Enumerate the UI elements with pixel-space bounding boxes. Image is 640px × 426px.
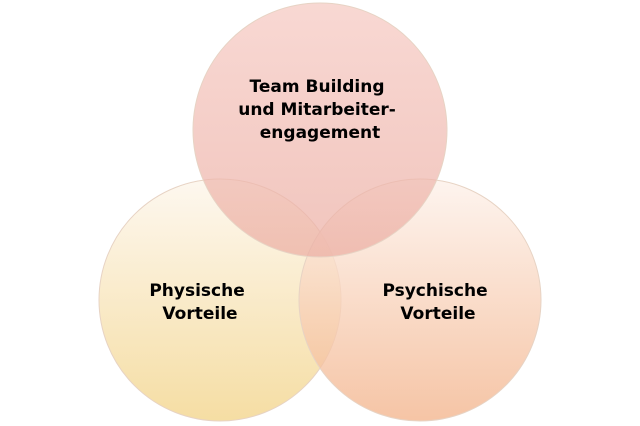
label-physische-line-2: Vorteile <box>162 304 237 324</box>
label-team-building-line-1: Team Building <box>250 77 385 97</box>
label-psychische-line-2: Vorteile <box>400 304 475 324</box>
label-psychische-line-1: Psychische <box>382 281 487 301</box>
label-team-building: Team Building und Mitarbeiter- engagemen… <box>238 77 402 143</box>
circle-team-building <box>192 2 448 258</box>
label-psychische-vorteile: Psychische Vorteile <box>382 281 493 324</box>
label-team-building-line-2: und Mitarbeiter- <box>238 100 396 120</box>
label-physische-line-1: Physische <box>149 281 244 301</box>
label-team-building-line-3: engagement <box>260 123 380 143</box>
label-physische-vorteile: Physische Vorteile <box>149 281 250 324</box>
